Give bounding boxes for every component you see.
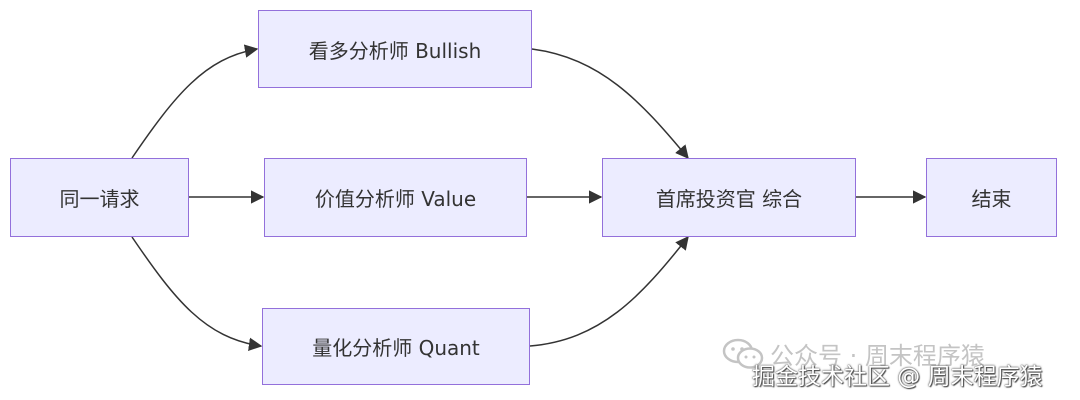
watermark-juejin: 掘金技术社区 @ 周末程序猿 [752, 364, 1043, 390]
edge-request-quant [131, 236, 263, 351]
edge-request-bullish [131, 44, 259, 159]
node-quant-analyst: 量化分析师 Quant [262, 308, 530, 385]
node-chief-investment-officer: 首席投资官 综合 [602, 158, 856, 237]
watermark-wechat-account: 公众号 · 周末程序猿 [770, 342, 985, 370]
node-request: 同一请求 [10, 158, 189, 237]
node-bullish-analyst: 看多分析师 Bullish [258, 10, 532, 88]
node-value-analyst: 价值分析师 Value [264, 158, 527, 237]
node-end: 结束 [926, 158, 1057, 237]
wechat-icon [722, 338, 764, 369]
edge-bullish-cio [531, 48, 689, 160]
edge-quant-cio [529, 235, 689, 347]
